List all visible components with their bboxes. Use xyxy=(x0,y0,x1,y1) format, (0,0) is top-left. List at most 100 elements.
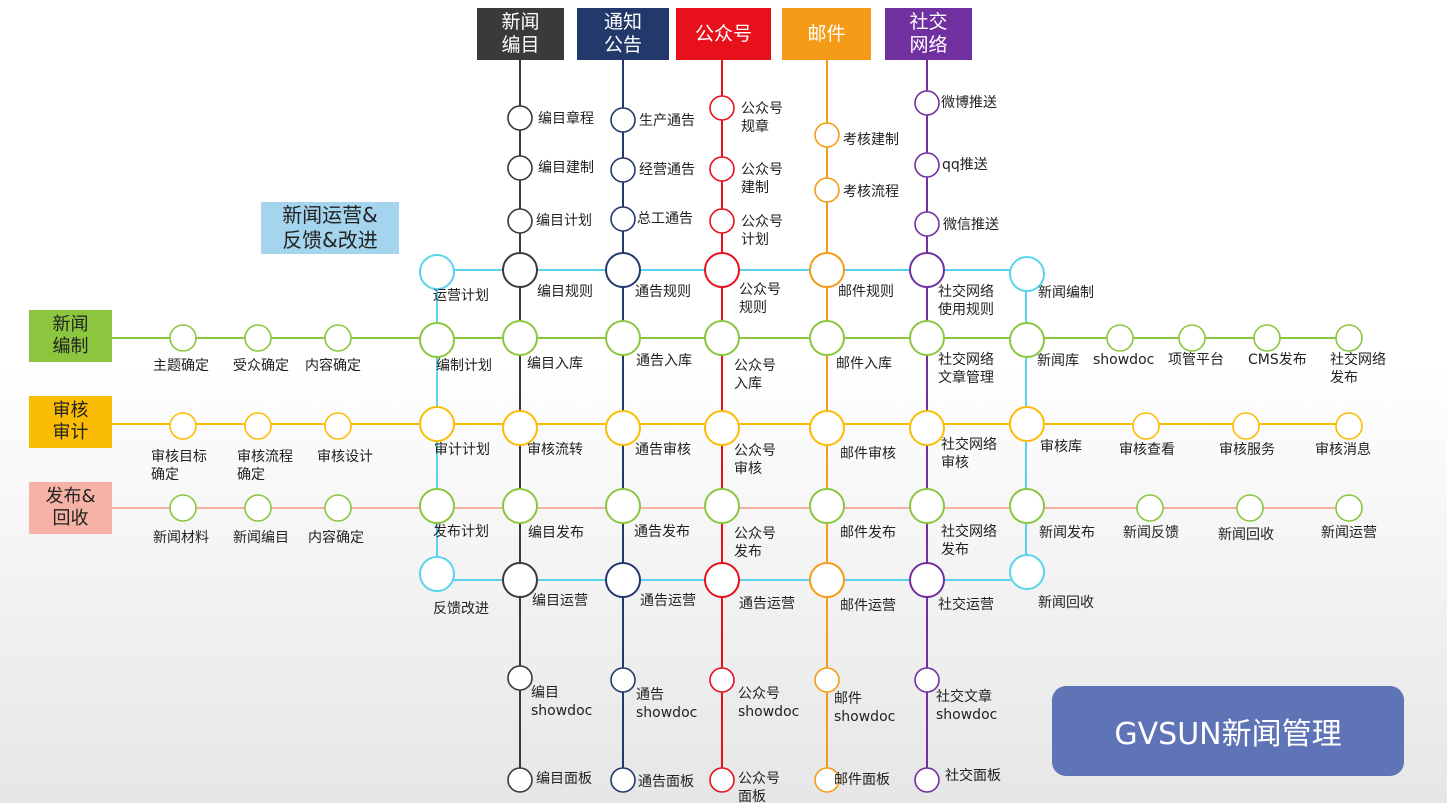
wechat-station[interactable] xyxy=(704,252,740,288)
editorial-station[interactable] xyxy=(507,105,533,131)
social-station[interactable] xyxy=(914,90,940,116)
editorial-station[interactable] xyxy=(507,767,533,793)
notice-station[interactable] xyxy=(610,667,636,693)
compose_right-station[interactable] xyxy=(1253,324,1281,352)
ring-left-station[interactable] xyxy=(419,556,455,592)
mail-station[interactable] xyxy=(814,767,840,793)
editorial-station[interactable] xyxy=(502,252,538,288)
social-station[interactable] xyxy=(909,410,945,446)
mail-station[interactable] xyxy=(809,252,845,288)
line-header-editorial[interactable]: 新闻 编目 xyxy=(477,8,564,60)
row-header-audit[interactable]: 审核 审计 xyxy=(29,396,112,448)
line-header-wechat[interactable]: 公众号 xyxy=(676,8,771,60)
mail-station[interactable] xyxy=(814,667,840,693)
publish_left-station[interactable] xyxy=(169,494,197,522)
mail-station-label: 邮件发布 xyxy=(840,525,896,541)
social-station[interactable] xyxy=(909,320,945,356)
ring-right-station[interactable] xyxy=(1009,488,1045,524)
wechat-station[interactable] xyxy=(704,320,740,356)
ring-left-label: 发布计划 xyxy=(433,524,489,540)
ring-right-station[interactable] xyxy=(1009,554,1045,590)
mail-station[interactable] xyxy=(814,122,840,148)
publish_left-station[interactable] xyxy=(244,494,272,522)
audit_right-station[interactable] xyxy=(1335,412,1363,440)
editorial-station[interactable] xyxy=(502,488,538,524)
publish_right-station[interactable] xyxy=(1136,494,1164,522)
notice-station[interactable] xyxy=(605,488,641,524)
notice-station[interactable] xyxy=(605,320,641,356)
compose_left-station[interactable] xyxy=(244,324,272,352)
social-station-label: 社交运营 xyxy=(938,597,994,613)
social-station-label: 微博推送 xyxy=(941,95,997,111)
mail-station[interactable] xyxy=(809,410,845,446)
notice-station[interactable] xyxy=(610,157,636,183)
mail-station[interactable] xyxy=(809,320,845,356)
notice-station[interactable] xyxy=(605,410,641,446)
wechat-station[interactable] xyxy=(704,488,740,524)
wechat-station[interactable] xyxy=(709,208,735,234)
line-header-mail[interactable]: 邮件 xyxy=(782,8,871,60)
wechat-station[interactable] xyxy=(709,767,735,793)
wechat-station[interactable] xyxy=(704,562,740,598)
social-station[interactable] xyxy=(914,152,940,178)
ring-left-station[interactable] xyxy=(419,406,455,442)
ring-right-station[interactable] xyxy=(1009,406,1045,442)
social-station[interactable] xyxy=(914,211,940,237)
ring-left-station[interactable] xyxy=(419,322,455,358)
mail-station[interactable] xyxy=(814,177,840,203)
social-station[interactable] xyxy=(909,488,945,524)
editorial-station[interactable] xyxy=(502,320,538,356)
line-header-notice[interactable]: 通知 公告 xyxy=(577,8,669,60)
editorial-station[interactable] xyxy=(507,208,533,234)
notice-station[interactable] xyxy=(610,206,636,232)
compose_right-station[interactable] xyxy=(1106,324,1134,352)
notice-station-label: 通告入库 xyxy=(636,353,692,369)
ring-right-label: 审核库 xyxy=(1040,439,1082,455)
compose_left-station[interactable] xyxy=(169,324,197,352)
ring-right-station[interactable] xyxy=(1009,322,1045,358)
wechat-station[interactable] xyxy=(709,156,735,182)
publish_right-station[interactable] xyxy=(1236,494,1264,522)
social-station[interactable] xyxy=(909,562,945,598)
editorial-station[interactable] xyxy=(507,665,533,691)
social-station[interactable] xyxy=(909,252,945,288)
editorial-station[interactable] xyxy=(502,562,538,598)
row-header-compose[interactable]: 新闻 编制 xyxy=(29,310,112,362)
publish_right-station[interactable] xyxy=(1335,494,1363,522)
audit_left-label: 审核流程 确定 xyxy=(237,449,293,483)
ring-left-station[interactable] xyxy=(419,254,455,290)
audit_left-station[interactable] xyxy=(169,412,197,440)
audit_left-station[interactable] xyxy=(244,412,272,440)
mail-station[interactable] xyxy=(809,562,845,598)
audit_right-station[interactable] xyxy=(1232,412,1260,440)
wechat-station[interactable] xyxy=(709,95,735,121)
wechat-station[interactable] xyxy=(709,667,735,693)
audit_right-station[interactable] xyxy=(1132,412,1160,440)
compose_right-station[interactable] xyxy=(1178,324,1206,352)
editorial-station[interactable] xyxy=(507,155,533,181)
wechat-station[interactable] xyxy=(704,410,740,446)
ring-right-station[interactable] xyxy=(1009,256,1045,292)
editorial-station[interactable] xyxy=(502,410,538,446)
row-header-publish[interactable]: 发布& 回收 xyxy=(29,482,112,534)
notice-station-label: 通告运营 xyxy=(640,593,696,609)
audit_right-label: 审核查看 xyxy=(1119,442,1175,458)
notice-station[interactable] xyxy=(605,562,641,598)
ring-left-station[interactable] xyxy=(419,488,455,524)
notice-station[interactable] xyxy=(605,252,641,288)
mail-station[interactable] xyxy=(809,488,845,524)
publish_left-label: 新闻编目 xyxy=(233,530,289,546)
notice-station[interactable] xyxy=(610,767,636,793)
audit_right-label: 审核服务 xyxy=(1219,442,1275,458)
editorial-station-label: 编目入库 xyxy=(527,356,583,372)
compose_right-station[interactable] xyxy=(1335,324,1363,352)
social-station[interactable] xyxy=(914,667,940,693)
line-header-social[interactable]: 社交 网络 xyxy=(885,8,972,60)
audit_left-station[interactable] xyxy=(324,412,352,440)
social-station[interactable] xyxy=(914,767,940,793)
compose_left-label: 内容确定 xyxy=(305,358,361,374)
publish_left-station[interactable] xyxy=(324,494,352,522)
compose_left-label: 主题确定 xyxy=(153,358,209,374)
compose_left-station[interactable] xyxy=(324,324,352,352)
notice-station[interactable] xyxy=(610,107,636,133)
